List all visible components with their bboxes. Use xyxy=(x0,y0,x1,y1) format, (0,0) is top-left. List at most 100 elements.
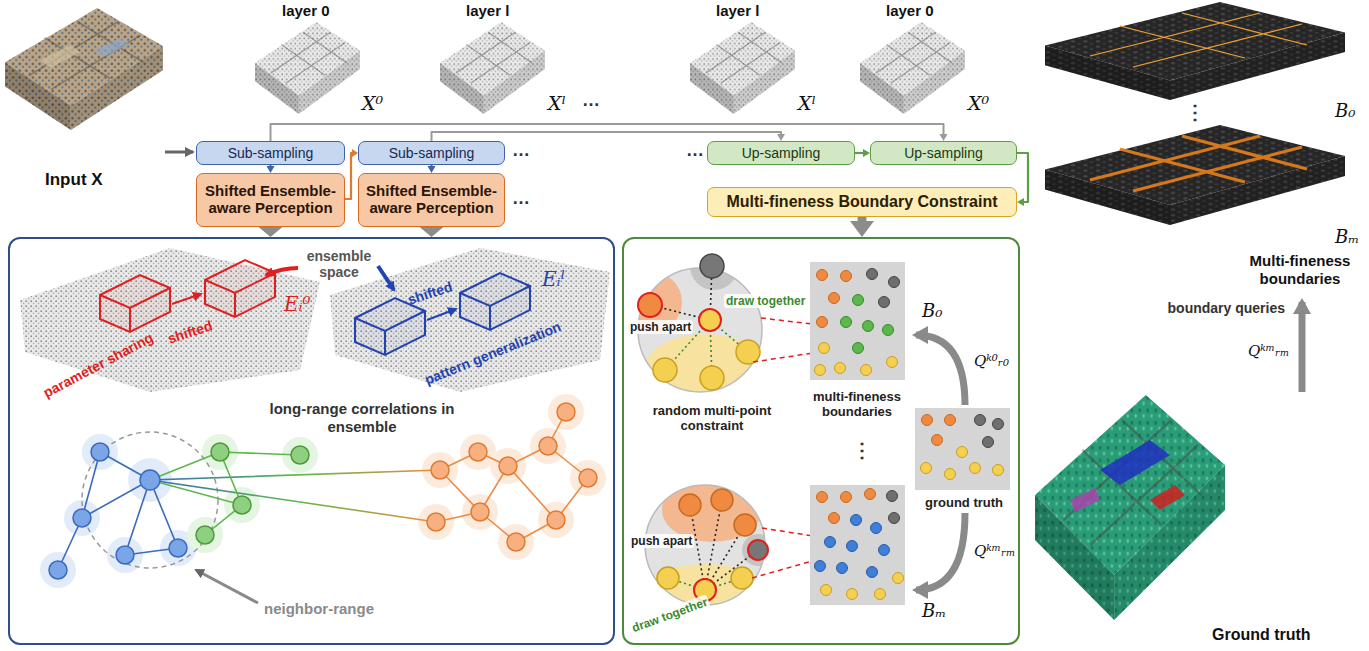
correlation-graph xyxy=(82,432,218,568)
boundary-sample xyxy=(810,485,905,605)
text-label: boundary queries xyxy=(1140,300,1285,317)
boundary-sample xyxy=(889,513,900,524)
connector-arrow xyxy=(855,149,870,157)
text-label: push apart xyxy=(628,320,693,334)
arrowhead xyxy=(863,149,870,157)
contrast-circle xyxy=(653,358,677,382)
text-label: Sub-sampling xyxy=(228,145,314,161)
ensemble-window xyxy=(205,260,275,317)
correlation-graph xyxy=(196,443,309,544)
contrast-circle xyxy=(711,489,733,511)
text-label: Xˡ xyxy=(798,92,816,114)
correlation-graph xyxy=(196,570,258,603)
boundary-sample xyxy=(889,277,900,288)
text-label: parameter sharing xyxy=(40,329,155,400)
module-box: Shifted Ensemble-aware Perception xyxy=(358,173,505,227)
text-label: Multi-fineness boundaries xyxy=(1235,252,1365,288)
boundary-sample xyxy=(916,513,965,590)
boundary-sample xyxy=(841,492,852,503)
boundary-sample xyxy=(915,408,1010,490)
connector-arrow xyxy=(345,149,358,199)
correlation-graph xyxy=(91,443,109,461)
correlation-graph xyxy=(140,470,160,490)
ensemble-window xyxy=(100,275,170,332)
text-label: ensemble space xyxy=(299,248,379,280)
boundary-sample xyxy=(993,465,1004,476)
detail-panel: ensemble spaceparameter sharingshiftedEᵢ… xyxy=(8,237,615,645)
contrast-circle xyxy=(643,334,767,410)
contrast-circle xyxy=(736,340,760,364)
connector-arrow xyxy=(850,217,874,237)
text-label: Up-sampling xyxy=(742,145,821,161)
boundary-sample xyxy=(983,437,994,448)
boundary-sample xyxy=(922,415,933,426)
correlation-graph xyxy=(499,457,517,475)
connector-arrow xyxy=(259,227,283,237)
connector-line xyxy=(271,124,944,141)
correlation-graph xyxy=(116,546,134,564)
process-box: Sub-sampling xyxy=(358,141,505,165)
boundary-sample xyxy=(867,567,878,578)
contrast-circle xyxy=(699,309,721,331)
boundary-sample xyxy=(841,317,852,328)
arrowhead xyxy=(259,227,283,237)
arrowhead xyxy=(777,134,785,141)
boundary-sample xyxy=(945,415,956,426)
contrast-circle xyxy=(742,534,774,566)
correlation-graph xyxy=(82,434,118,470)
input-point-cloud xyxy=(5,8,163,130)
correlation-graph xyxy=(418,504,454,540)
ensemble-window xyxy=(172,294,201,304)
ensemble-window xyxy=(100,288,170,332)
text-label: Shifted Ensemble-aware Perception xyxy=(364,183,499,217)
boundary-sample xyxy=(879,545,890,556)
text-label: layer l xyxy=(716,2,759,19)
boundary-sample xyxy=(879,297,890,308)
text-label: ⋮ xyxy=(852,438,872,462)
text-label: layer 0 xyxy=(282,2,330,19)
correlation-graph xyxy=(548,394,584,430)
arrowhead xyxy=(1017,198,1024,206)
contrast-circle xyxy=(690,500,758,590)
input-point-cloud xyxy=(95,38,130,57)
boundary-sample xyxy=(815,561,826,572)
correlation-graph xyxy=(49,561,67,579)
correlation-graph xyxy=(150,470,440,522)
layer-point-cloud xyxy=(255,22,965,114)
text-label: ⋮ xyxy=(1185,100,1205,124)
connector-arrow xyxy=(1017,153,1028,206)
correlation-graph xyxy=(427,403,597,551)
boundary-sample xyxy=(957,447,968,458)
text-label: B₀ xyxy=(1335,100,1355,121)
text-label: layer 0 xyxy=(886,2,934,19)
layer-point-cloud xyxy=(440,22,545,114)
text-label: X⁰ xyxy=(968,92,989,114)
boundary-sample xyxy=(817,270,828,281)
contrast-circle xyxy=(731,567,753,589)
correlation-graph xyxy=(530,428,566,464)
correlation-graph xyxy=(539,437,557,455)
correlation-graph xyxy=(507,533,525,551)
boundary-sample xyxy=(867,269,878,280)
connector-line xyxy=(432,132,782,141)
boundary-sample xyxy=(819,343,830,354)
text-label: Sub-sampling xyxy=(389,145,475,161)
boundary-sample xyxy=(853,343,864,354)
text-label: Bₘ xyxy=(922,600,946,621)
correlation-graph xyxy=(431,461,449,479)
boundary-sample xyxy=(893,573,904,584)
correlation-graph xyxy=(498,524,534,560)
contrast-circle xyxy=(700,254,724,278)
correlation-graph xyxy=(169,539,187,557)
text-label: random multi-point constraint xyxy=(642,404,782,434)
text-label: ground truth xyxy=(914,496,1014,511)
text-label: … xyxy=(512,188,530,209)
text-label: multi-fineness boundaries xyxy=(802,390,912,420)
layer-point-cloud xyxy=(690,22,795,114)
boundary-sample xyxy=(916,335,965,405)
correlation-graph xyxy=(49,443,187,579)
text-label: draw together xyxy=(724,294,807,308)
boundary-point-cloud xyxy=(1090,13,1307,67)
arrowhead xyxy=(428,166,436,173)
input-point-cloud xyxy=(40,45,80,68)
